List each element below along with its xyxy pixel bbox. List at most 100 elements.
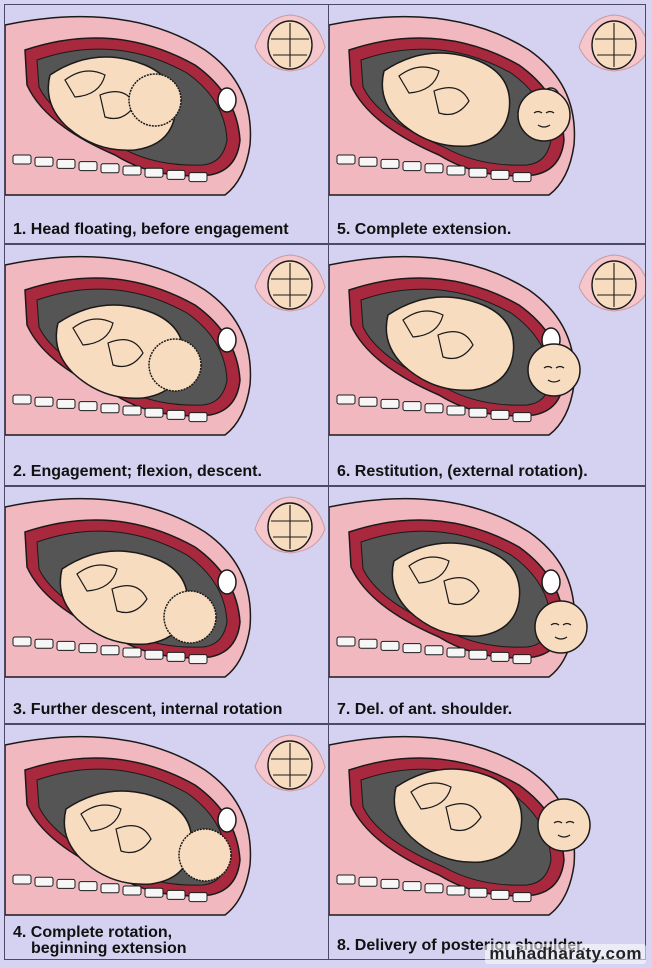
fetus-arm — [445, 803, 482, 832]
vertebra — [56, 878, 76, 889]
fetus-head — [527, 343, 581, 397]
vertebra — [144, 167, 164, 178]
vertebra — [424, 645, 444, 656]
stage-caption: 2. Engagement; flexion, descent. — [13, 463, 323, 481]
vertebra — [336, 154, 356, 165]
vertebra — [512, 654, 532, 665]
vertebra — [122, 405, 142, 416]
stage-caption: 5. Complete extension. — [337, 221, 639, 239]
vertebra — [402, 401, 422, 412]
fetus — [47, 56, 182, 152]
fetus — [391, 542, 588, 654]
stage-panel-7: 4. Complete rotation,beginning extension — [4, 724, 330, 960]
fetus-arm — [437, 331, 474, 360]
fetus-head — [163, 590, 217, 644]
vertebra — [34, 396, 54, 407]
fetus — [385, 296, 581, 397]
fetal-skull-top-view-icon — [254, 254, 326, 312]
stage-illustration — [5, 14, 326, 196]
vertebra — [34, 876, 54, 887]
stage-panel-1: 1. Head floating, before engagement — [4, 4, 330, 244]
vertebra — [166, 889, 186, 900]
vertebra — [78, 401, 98, 412]
vertebra — [490, 889, 510, 900]
fetus-arm — [433, 87, 470, 116]
fetal-skull-top-view-icon — [254, 496, 326, 554]
stage-illustration — [329, 14, 645, 196]
stage-panel-8: 8. Delivery of posterior shoulder. — [328, 724, 646, 960]
caption-line: 2. Engagement; flexion, descent. — [13, 463, 262, 480]
pubic-symphysis — [217, 569, 237, 595]
vertebra — [78, 161, 98, 172]
vertebra — [380, 878, 400, 889]
vertebra — [188, 892, 208, 903]
vertebra — [468, 887, 488, 898]
vertebra — [166, 651, 186, 662]
fetal-skull-top-view-icon — [254, 734, 326, 792]
vertebra — [122, 885, 142, 896]
vertebra — [380, 158, 400, 169]
fetal-skull-top-view-icon — [578, 14, 645, 72]
vertebra — [166, 169, 186, 180]
fetus-head — [517, 88, 571, 142]
vertebra — [100, 163, 120, 174]
fetus — [59, 550, 217, 646]
watermark: muhadharaty.com — [485, 944, 646, 964]
vertebra — [336, 874, 356, 885]
stage-panel-6: 7. Del. of ant. shoulder. — [328, 486, 646, 724]
fetus-arm — [107, 339, 144, 368]
vertebra — [12, 874, 32, 885]
vertebra — [380, 398, 400, 409]
vertebra — [12, 394, 32, 405]
fetus-leg — [72, 318, 114, 346]
vertebra — [56, 640, 76, 651]
stage-caption: 3. Further descent, internal rotation — [13, 701, 323, 719]
vertebra — [122, 165, 142, 176]
fetus-arm — [111, 585, 148, 614]
pubic-symphysis — [217, 327, 237, 353]
vertebra — [188, 172, 208, 183]
vertebra — [424, 163, 444, 174]
stage-panel-3: 2. Engagement; flexion, descent. — [4, 244, 330, 486]
vertebra — [468, 649, 488, 660]
fetus-leg — [410, 782, 452, 810]
vertebra — [12, 154, 32, 165]
vertebra — [468, 407, 488, 418]
fetus-leg — [398, 66, 440, 94]
vertebra — [34, 638, 54, 649]
caption-line: 5. Complete extension. — [337, 221, 512, 238]
vertebra — [468, 167, 488, 178]
fetus-head — [178, 828, 232, 882]
caption-line: 7. Del. of ant. shoulder. — [337, 701, 513, 718]
fetus — [381, 52, 571, 148]
fetus — [63, 790, 232, 886]
fetus-arm — [115, 825, 152, 854]
fetus — [55, 304, 202, 400]
vertebra — [402, 881, 422, 892]
vertebra — [336, 636, 356, 647]
stage-panel-5: 3. Further descent, internal rotation — [4, 486, 330, 724]
fetal-skull-top-view-icon — [578, 254, 645, 312]
fetus-face — [543, 365, 565, 383]
vertebra — [490, 651, 510, 662]
vertebra — [358, 638, 378, 649]
fetus-head — [537, 798, 591, 852]
vertebra — [446, 165, 466, 176]
fetus-head — [128, 73, 182, 127]
fetus-leg — [76, 564, 118, 592]
vertebra — [78, 643, 98, 654]
stage-caption: 6. Restitution, (external rotation). — [337, 463, 639, 481]
vertebra — [188, 412, 208, 423]
fetus-head — [534, 600, 588, 654]
vertebra — [166, 409, 186, 420]
vertebra — [56, 158, 76, 169]
stage-illustration — [329, 497, 588, 678]
stage-panel-2: 5. Complete extension. — [328, 4, 646, 244]
stage-illustration — [5, 734, 326, 916]
vertebra — [402, 643, 422, 654]
fetus-face — [550, 622, 572, 640]
stage-illustration — [5, 254, 326, 436]
caption-line: beginning extension — [31, 940, 187, 957]
vertebra — [144, 887, 164, 898]
